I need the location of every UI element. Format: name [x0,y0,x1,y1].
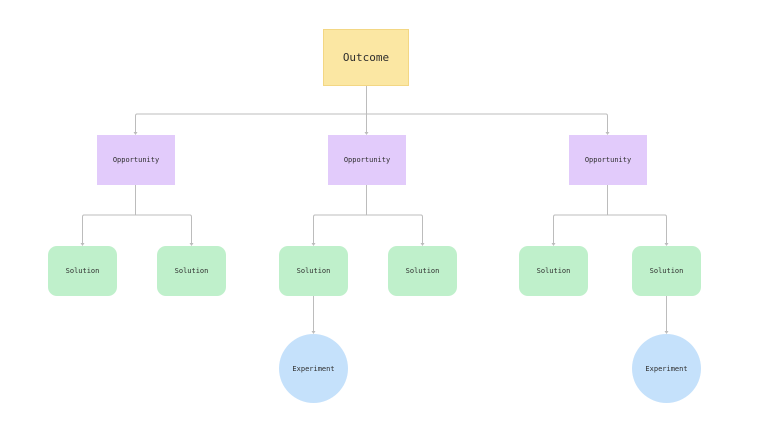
solution-node-3-2[interactable]: Solution [632,246,701,296]
outcome-label: Outcome [342,51,390,64]
experiment-node-1[interactable]: Experiment [279,334,348,403]
solution-node-3-1[interactable]: Solution [519,246,588,296]
arrowhead [133,132,138,135]
solution-label: Solution [296,267,331,275]
connector-outcome-opportunity-3 [366,113,608,134]
experiment-label: Experiment [292,364,335,373]
opportunity-node-3[interactable]: Opportunity [569,135,647,185]
opportunity-node-1[interactable]: Opportunity [97,135,175,185]
arrowhead [664,331,669,334]
solution-node-1-1[interactable]: Solution [48,246,117,296]
solution-label: Solution [174,267,209,275]
arrowhead [80,243,85,246]
solution-node-1-2[interactable]: Solution [157,246,226,296]
arrowhead [605,132,610,135]
connector-outcome-opportunity-1 [135,86,367,134]
arrowhead [311,331,316,334]
arrowhead [551,243,556,246]
connector-opp2-solution-1 [313,185,367,245]
solution-label: Solution [649,267,684,275]
connector-opp3-solution-2 [607,214,667,245]
connector-opp1-solution-1 [82,185,136,245]
connector-opp2-solution-2 [366,214,423,245]
opportunity-label: Opportunity [343,156,391,164]
opportunity-node-2[interactable]: Opportunity [328,135,406,185]
connector-opp1-solution-2 [135,214,192,245]
experiment-node-2[interactable]: Experiment [632,334,701,403]
arrowhead [189,243,194,246]
arrowhead [364,132,369,135]
opportunity-label: Opportunity [584,156,632,164]
solution-node-2-1[interactable]: Solution [279,246,348,296]
opportunity-label: Opportunity [112,156,160,164]
arrowhead [664,243,669,246]
solution-label: Solution [65,267,100,275]
connector-opp3-solution-1 [553,185,608,245]
solution-label: Solution [536,267,571,275]
experiment-label: Experiment [645,364,688,373]
solution-node-2-2[interactable]: Solution [388,246,457,296]
arrowhead [420,243,425,246]
outcome-node[interactable]: Outcome [323,29,409,86]
arrowhead [311,243,316,246]
solution-label: Solution [405,267,440,275]
